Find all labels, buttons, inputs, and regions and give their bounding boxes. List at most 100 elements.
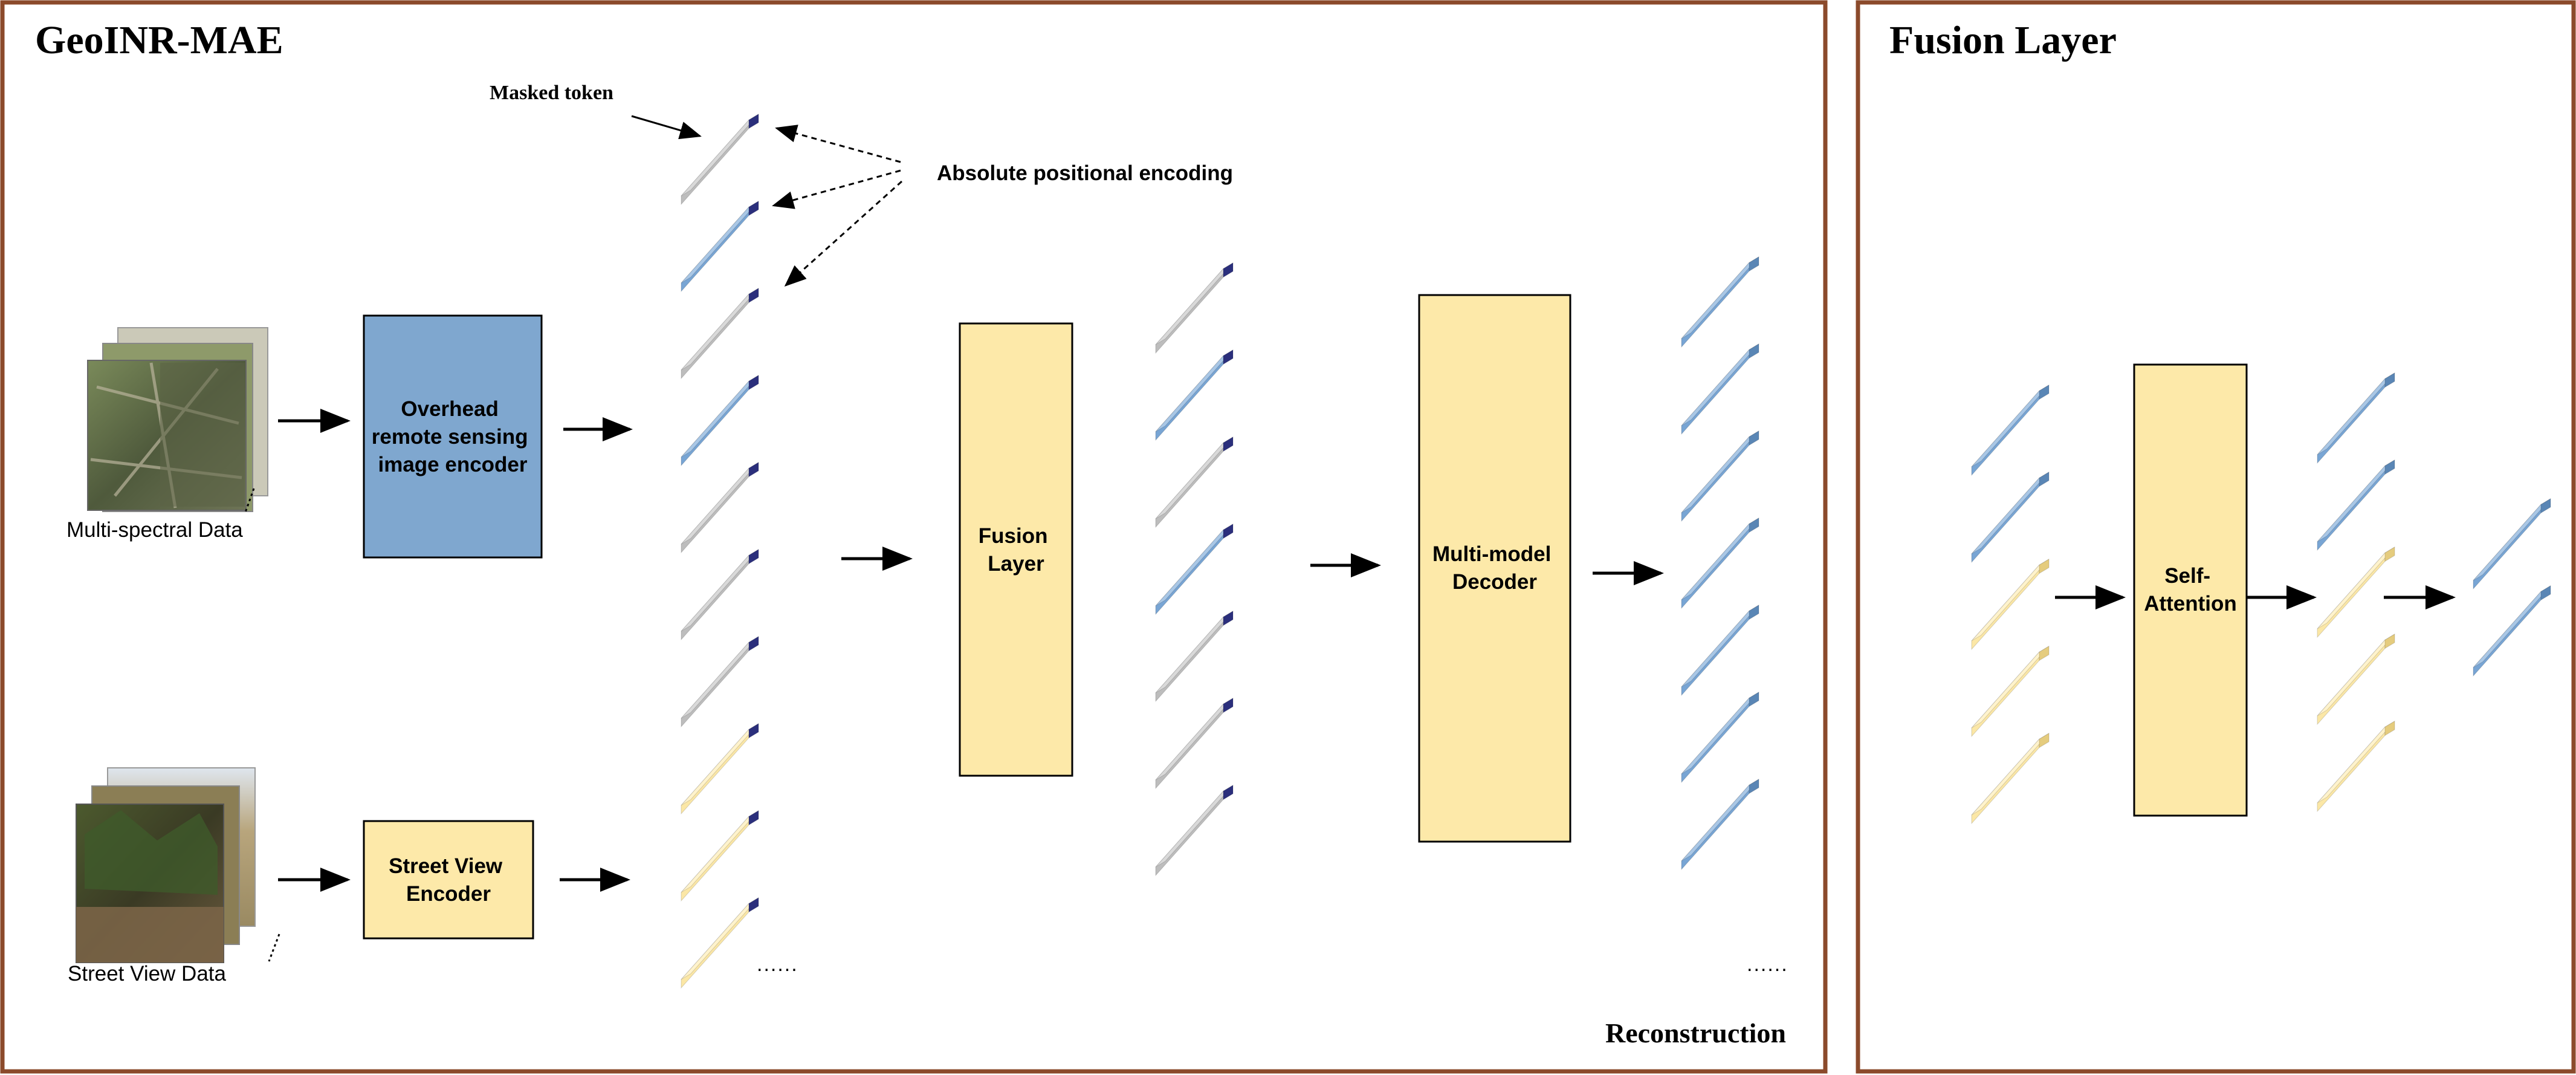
- token-blue-1: [2473, 585, 2551, 677]
- positional-encoding-cap: [748, 548, 759, 565]
- token-blue-0: [1971, 384, 2050, 476]
- right-panel-frame: [1856, 0, 2576, 1074]
- token-blue-2: [1681, 430, 1759, 522]
- token-blue-4: [1681, 604, 1759, 697]
- encoded-tokens-ellipsis: ......: [757, 953, 798, 976]
- token-gray-0: [681, 113, 759, 206]
- token-top-face: [1155, 437, 1234, 519]
- token-blue-3: [1681, 517, 1759, 609]
- street-encoder-line-2: Encoder: [406, 882, 491, 906]
- positional-arrow-2: [772, 169, 901, 209]
- token-top-face: [681, 114, 759, 196]
- token-top-face: [681, 375, 759, 458]
- token-yellow-9: [681, 897, 759, 989]
- token-top-face: [681, 810, 759, 893]
- token-yellow-4: [2317, 720, 2395, 813]
- fusion-attended-token-column: [2317, 372, 2395, 813]
- token-yellow-7: [681, 723, 759, 815]
- masked-token-label: Masked token: [490, 82, 613, 104]
- token-gray-4: [681, 461, 759, 554]
- token-blue-0: [2317, 372, 2395, 464]
- token-end-face: [2384, 546, 2395, 562]
- token-end-face: [2540, 585, 2551, 601]
- token-blue-1: [681, 200, 759, 293]
- token-top-face: [681, 549, 759, 632]
- token-blue-0: [2473, 498, 2551, 590]
- token-top-face: [1681, 779, 1759, 862]
- token-gray-0: [1155, 262, 1234, 354]
- token-top-face: [1971, 385, 2050, 467]
- positional-encoding-cap: [1223, 523, 1234, 539]
- fusion-layer-line-1: Fusion: [979, 524, 1048, 548]
- positional-encoding-cap: [748, 461, 759, 478]
- token-gray-6: [681, 635, 759, 728]
- decoder-line-2: Decoder: [1452, 570, 1537, 594]
- token-gray-2: [1155, 436, 1234, 528]
- fused-token-column: [1155, 262, 1234, 877]
- token-top-face: [1971, 559, 2050, 641]
- positional-encoding-cap: [748, 635, 759, 652]
- token-blue-1: [1681, 343, 1759, 435]
- positional-arrow-3: [784, 180, 903, 287]
- token-top-face: [2317, 372, 2395, 455]
- token-top-face: [1155, 785, 1234, 868]
- token-blue-1: [2317, 459, 2395, 551]
- positional-encoding-cap: [748, 374, 759, 391]
- streetview-label: Street View Data: [68, 962, 227, 986]
- positional-encoding-cap: [1223, 610, 1234, 626]
- token-blue-1: [1155, 349, 1234, 441]
- token-top-face: [1971, 646, 2050, 729]
- token-top-face: [1155, 698, 1234, 781]
- right-panel-title: Fusion Layer: [1889, 18, 2117, 62]
- token-blue-5: [1681, 691, 1759, 784]
- token-end-face: [2039, 732, 2050, 749]
- decoder-box: [1418, 294, 1571, 843]
- positional-encoding-cap: [748, 723, 759, 739]
- token-top-face: [1681, 430, 1759, 513]
- token-blue-3: [681, 374, 759, 467]
- token-end-face: [2540, 498, 2551, 514]
- token-top-face: [1155, 611, 1234, 693]
- positional-encoding-label: Absolute positional encoding: [937, 161, 1233, 185]
- token-end-face: [1749, 256, 1759, 272]
- overhead-encoder-label: Overhead remote sensing image encoder: [372, 397, 534, 476]
- token-end-face: [1749, 604, 1759, 620]
- street-encoder-line-1: Street View: [389, 854, 503, 878]
- token-top-face: [1155, 524, 1234, 606]
- token-end-face: [2039, 558, 2050, 574]
- token-top-face: [1155, 262, 1234, 345]
- token-top-face: [681, 636, 759, 719]
- positional-encoding-cap: [1223, 436, 1234, 452]
- token-top-face: [681, 462, 759, 545]
- positional-encoding-cap: [748, 200, 759, 216]
- positional-encoding-cap: [1223, 784, 1234, 801]
- positional-encoding-cap: [1223, 349, 1234, 365]
- overhead-encoder-line-2: remote sensing: [372, 425, 528, 449]
- fusion-input-token-column: [1971, 384, 2050, 825]
- token-top-face: [1681, 343, 1759, 426]
- token-end-face: [1749, 517, 1759, 533]
- token-gray-5: [1155, 697, 1234, 790]
- token-gray-5: [681, 548, 759, 641]
- token-yellow-3: [1971, 645, 2050, 738]
- positional-encoding-cap: [748, 897, 759, 913]
- positional-encoding-cap: [748, 810, 759, 826]
- token-top-face: [1681, 518, 1759, 600]
- token-yellow-2: [2317, 546, 2395, 638]
- token-gray-4: [1155, 610, 1234, 703]
- token-top-face: [1681, 605, 1759, 687]
- positional-encoding-cap: [1223, 262, 1234, 278]
- token-top-face: [1681, 256, 1759, 339]
- token-blue-1: [1971, 471, 2050, 563]
- token-top-face: [1971, 733, 2050, 816]
- positional-arrow-1: [775, 125, 901, 163]
- token-end-face: [1749, 430, 1759, 446]
- encoded-token-column: [681, 113, 759, 989]
- reconstructed-tokens-ellipsis: ......: [1747, 953, 1788, 976]
- token-end-face: [2384, 372, 2395, 388]
- token-top-face: [2317, 721, 2395, 804]
- token-end-face: [2384, 720, 2395, 736]
- token-end-face: [2384, 459, 2395, 475]
- decoder-label: Multi-model Decoder: [1432, 542, 1557, 594]
